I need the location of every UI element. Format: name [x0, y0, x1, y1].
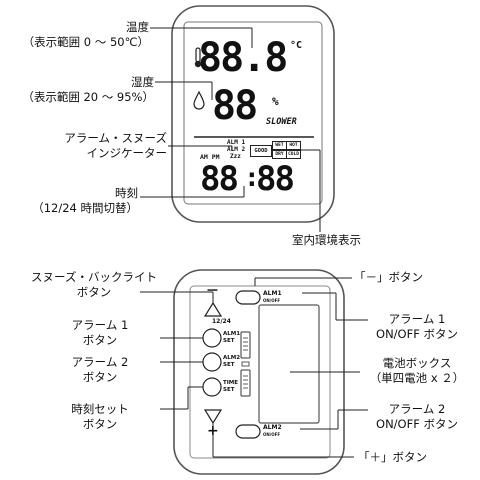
env-wet-box: WET [272, 141, 287, 150]
callout-time-title: 時刻 [115, 186, 138, 200]
env-wet-label: WET [275, 143, 284, 148]
time-colon: : [244, 163, 260, 193]
minus-sign: － [206, 284, 220, 299]
time-set-label-b: SET [223, 386, 235, 393]
callout-snooze-backlight-sub: ボタン [76, 285, 112, 299]
callout-alarm2-set-sub: ボタン [82, 370, 118, 384]
time-minutes-digits: 88 [256, 159, 295, 199]
callout-alarm1-set: アラーム 1 ボタン [40, 318, 160, 348]
callout-battery-box-title: 電池ボックス [382, 356, 452, 370]
brand-logo: SLOWER [266, 117, 297, 127]
callout-alarm1-onoff-sub: ON/OFF ボタン [376, 327, 458, 341]
alarm1-set-button[interactable] [202, 328, 222, 348]
callout-time-set-title: 時刻セット [71, 402, 129, 416]
env-cold-label: COLD [288, 152, 299, 157]
callout-temperature-range: （表示範囲 0 ～ 50℃） [22, 35, 149, 49]
alarm2-onoff-label-b: ON/OFF [263, 431, 281, 437]
callout-alarm2-onoff-sub: ON/OFF ボタン [376, 417, 458, 431]
alarm1-onoff-label: ALM1 ON/OFF [263, 290, 282, 304]
plus-triangle-icon [203, 409, 223, 425]
slider-indicator [241, 361, 250, 367]
alarm1-onoff-label-a: ALM1 [263, 290, 282, 297]
callout-snooze-backlight-title: スヌーズ・バックライト [31, 270, 157, 284]
callout-battery-box: 電池ボックス （単四電池 x ２） [358, 356, 476, 386]
env-cold-box: COLD [286, 150, 301, 159]
callout-plus-button: 「＋」ボタン [358, 450, 427, 464]
callout-time: 時刻 （12/24 時間切替） [32, 186, 138, 216]
callout-humidity-title: 湿度 [131, 75, 154, 89]
callout-alarm-snooze: アラーム・スヌーズ インジケーター [64, 131, 167, 161]
callout-alarm1-set-title: アラーム 1 [71, 318, 129, 332]
alarm1-onoff-button[interactable] [235, 290, 261, 305]
alarm2-onoff-label: ALM2 ON/OFF [263, 424, 282, 438]
time-set-button[interactable] [202, 377, 222, 397]
slider-switch-lower[interactable] [240, 369, 251, 397]
water-drop-icon [193, 90, 205, 110]
callout-alarm1-set-sub: ボタン [82, 333, 118, 347]
alarm1-set-label-a: ALM1 [223, 331, 241, 337]
thermometer-icon [194, 47, 202, 68]
alarm1-set-label-b: SET [223, 337, 235, 344]
back-callout-lines [140, 277, 368, 458]
callout-env-display: 室内環境表示 [292, 233, 361, 247]
time-hours-digits: 88 [200, 159, 239, 199]
temperature-digits: 88.8 [198, 35, 288, 81]
alarm2-set-label: ALM2 SET [223, 355, 240, 368]
callout-alarm-snooze-sub: インジケーター [86, 146, 168, 160]
alarm2-set-button[interactable] [202, 352, 222, 372]
time-set-label: TIME SET [223, 380, 238, 393]
callout-snooze-backlight: スヌーズ・バックライト ボタン [4, 270, 184, 300]
callout-time-sub: （12/24 時間切替） [32, 201, 138, 215]
callout-temperature-title: 温度 [126, 20, 149, 34]
callout-alarm2-set: アラーム 2 ボタン [40, 355, 160, 385]
alarm2-onoff-button[interactable] [235, 424, 261, 439]
slider-switch-upper[interactable] [240, 331, 251, 359]
snooze-indicator: Zzz [230, 153, 241, 160]
ampm-indicator: AM PM [200, 153, 220, 161]
callout-humidity: 湿度 （表示範囲 20 ～ 95%） [22, 75, 154, 105]
env-dry-label: DRY [275, 152, 284, 157]
env-dry-box: DRY [272, 150, 287, 159]
callout-temperature: 温度 （表示範囲 0 ～ 50℃） [23, 20, 149, 50]
alarm2-set-label-b: SET [223, 361, 235, 368]
callout-humidity-range: （表示範囲 20 ～ 95%） [22, 90, 154, 104]
alarm2-onoff-label-a: ALM2 [263, 424, 282, 431]
time-set-label-a: TIME [223, 380, 239, 386]
battery-box[interactable] [258, 304, 320, 424]
callout-time-set: 時刻セット ボタン [40, 402, 160, 432]
env-good-label: GOOD [254, 148, 268, 154]
callout-alarm1-onoff: アラーム 1 ON/OFF ボタン [358, 312, 476, 342]
alarm1-onoff-label-b: ON/OFF [263, 297, 281, 303]
humidity-digits: 88 [212, 83, 258, 129]
callout-alarm2-onoff-title: アラーム 2 [388, 402, 446, 416]
env-hot-box: HOT [286, 141, 301, 150]
env-good-box: GOOD [250, 145, 272, 157]
mode-label: 12/24 [212, 318, 231, 325]
callout-alarm2-onoff: アラーム 2 ON/OFF ボタン [358, 402, 476, 432]
alarm1-indicator: ALM 1 [227, 139, 246, 146]
back-device [173, 269, 345, 475]
callout-time-set-sub: ボタン [82, 417, 118, 431]
callout-battery-box-sub: （単四電池 x ２） [369, 371, 465, 385]
plus-sign: + [207, 423, 219, 439]
temperature-unit: °C [290, 40, 303, 51]
front-callout-lines [140, 27, 321, 232]
humidity-unit: % [272, 95, 279, 108]
alarm2-set-label-a: ALM2 [223, 355, 241, 361]
callout-minus-button: 「－」ボタン [354, 270, 423, 284]
callout-alarm2-set-title: アラーム 2 [71, 355, 129, 369]
env-hot-label: HOT [289, 143, 298, 148]
callout-alarm1-onoff-title: アラーム 1 [388, 312, 446, 326]
alarm2-indicator: ALM 2 [227, 146, 246, 153]
alarm1-set-label: ALM1 SET [223, 331, 240, 344]
callout-alarm-snooze-title: アラーム・スヌーズ [64, 131, 167, 145]
minus-triangle-icon [203, 301, 223, 317]
